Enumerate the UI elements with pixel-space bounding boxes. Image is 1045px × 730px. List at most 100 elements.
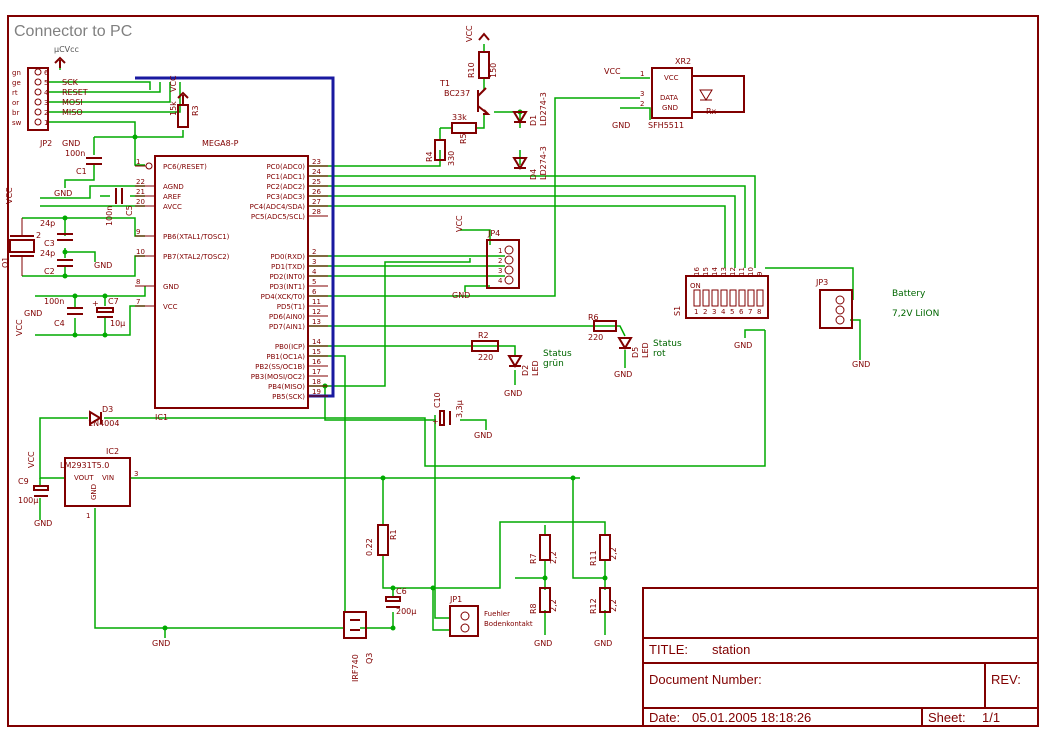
ic1-pin-name: AREF	[163, 193, 181, 201]
jp2-pin-number: 2	[44, 109, 48, 117]
r10-supply: VCC	[465, 25, 474, 42]
jp1-note-contact: Bodenkontakt	[484, 620, 533, 628]
r6-resistor: R6 220	[588, 313, 617, 342]
ic1-pin-name: PC1(ADC1)	[266, 173, 305, 181]
ic1-pin-name: PD4(XCK/T0)	[261, 293, 306, 301]
jp2-wire-color: gn	[12, 69, 21, 77]
ic1-pin-name: PC6(/RESET)	[163, 163, 207, 171]
r6-value: 220	[588, 333, 603, 342]
ic1-mega8: MEGA8-P IC1 1PC6(/RESET)22AGND21AREF20AV…	[135, 139, 328, 422]
d3-ref: D3	[102, 405, 113, 414]
s1-top-pin-number: 9	[756, 272, 764, 276]
r10-ref: R10	[467, 62, 476, 78]
c10-capacitor: + C10 3,3µ GND	[432, 392, 492, 440]
ic1-pin-number: 12	[312, 308, 321, 316]
s1-bottom-pin-number: 1	[694, 308, 698, 316]
ic1-pin-name: PB5(SCK)	[272, 393, 305, 401]
c6-capacitor: C6 200µ	[385, 587, 416, 616]
r7-resistor: R7 2,2	[529, 534, 558, 564]
s1-switch-slot	[738, 289, 746, 307]
ic1-pin-name: PC5(ADC5/SCL)	[251, 213, 305, 221]
d5-led-red: D5 LED Status rot GND	[614, 337, 682, 379]
ic1-pin-number: 16	[312, 358, 321, 366]
r12-value: 2,2	[609, 599, 618, 612]
s1-bottom-pin-number: 7	[748, 308, 752, 316]
docnum-label: Document Number:	[649, 672, 762, 687]
s1-top-pin-number: 10	[747, 267, 755, 276]
ic1-pin-name: PC3(ADC3)	[266, 193, 305, 201]
r1-resistor: 0.22 R1	[365, 524, 398, 556]
xr2-pin-num: 1	[640, 70, 644, 78]
jp4-connector: 1 2 3 4 JP4 VCC GND	[452, 215, 520, 300]
jp1-ref: JP1	[449, 595, 462, 604]
ic1-pin-number: 8	[136, 278, 140, 286]
jp2-supply-label: µCVcc	[54, 45, 79, 54]
vcc-mcu: VCC	[15, 319, 24, 336]
ic1-pin-number: 3	[312, 258, 316, 266]
vcc-avcc: VCC	[5, 187, 14, 204]
ic1-pin-number: 2	[312, 248, 316, 256]
ic1-pin-number: 4	[312, 268, 317, 276]
ic1-pin-number: 14	[312, 338, 321, 346]
r3-supply: VCC	[169, 75, 178, 92]
r5-value: 33k	[452, 113, 467, 122]
jp2-wire-color: or	[12, 99, 19, 107]
ic2-pin-gnd: 1	[86, 512, 90, 520]
r2-ref: R2	[478, 331, 489, 340]
c7-plus: +	[92, 299, 99, 308]
r1-value: 0.22	[365, 538, 374, 556]
ic1-pin-number: 1	[136, 158, 140, 166]
xr2-ir-receiver: VCC DATA GND 1 3 2 XR2 SFH5511 Rx VCC GN…	[604, 57, 745, 130]
s1-gnd: GND	[734, 341, 752, 350]
c6-ref: C6	[396, 587, 407, 596]
ic1-name: MEGA8-P	[202, 139, 239, 148]
r4-value: 330	[447, 151, 456, 166]
d5-note-status: Status	[653, 339, 682, 349]
q3-ref: Q3	[365, 653, 374, 664]
c9-value: 100µ	[18, 496, 38, 505]
ic1-pin-number: 22	[136, 178, 145, 186]
jp2-pin-number: 6	[44, 69, 49, 77]
crystal-network: Q1 2 24p C3 24p C2	[1, 218, 73, 276]
gnd-main: GND	[152, 639, 170, 648]
ic1-pin-name: PD0(RXD)	[270, 253, 305, 261]
xr2-vcc: VCC	[604, 67, 621, 76]
title-label: TITLE:	[649, 642, 688, 657]
c3-top-value: 24p	[40, 219, 55, 228]
c1-value: 100n	[65, 149, 85, 158]
r10-resistor: R10 150 VCC	[465, 25, 498, 79]
ic1-pin-name: PB6(XTAL1/TOSC1)	[163, 233, 230, 241]
ic1-pin-number: 21	[136, 188, 145, 196]
c1-ref: C1	[76, 167, 87, 176]
ic2-gnd: GND	[90, 484, 98, 500]
t1-transistor: T1 BC237	[439, 79, 491, 115]
jp2-signal-sck: SCK	[62, 78, 79, 87]
jp2-signal-mosi: MOSI	[62, 98, 83, 107]
s1-bottom-pin-number: 4	[721, 308, 726, 316]
xr2-pin-gnd: GND	[662, 104, 678, 112]
jp4-pin: 3	[498, 267, 502, 275]
power-symbols: VCC VCC GND GND GND	[5, 187, 112, 336]
ic2-vout: VOUT	[74, 474, 94, 482]
sheet-heading: Connector to PC	[14, 23, 132, 40]
ic1-pin-number: 11	[312, 298, 321, 306]
ic1-pin-number: 24	[312, 168, 321, 176]
jp4-ref: JP4	[487, 229, 500, 238]
s1-top-pin-number: 11	[738, 267, 746, 276]
c9-gnd: GND	[34, 519, 52, 528]
r5-resistor: 33k R5	[451, 113, 477, 144]
d5-gnd: GND	[614, 370, 632, 379]
r5-ref: R5	[459, 133, 468, 144]
r3-value: 15k	[169, 101, 178, 116]
ic2-type: LM2931T5.0	[60, 461, 109, 470]
date-label: Date:	[649, 710, 680, 725]
ic1-pin-name: AGND	[163, 183, 184, 191]
d4-ref: D4	[529, 169, 538, 180]
jp4-pin: 2	[498, 257, 502, 265]
r4-resistor: R4 330	[425, 139, 456, 166]
q3-mosfet: IRF740 Q3	[343, 611, 374, 682]
jp4-vcc: VCC	[455, 215, 464, 232]
ic1-pin-name: PB1(OC1A)	[266, 353, 305, 361]
date-value: 05.01.2005 18:18:26	[692, 710, 811, 725]
r7-ref: R7	[529, 553, 538, 564]
